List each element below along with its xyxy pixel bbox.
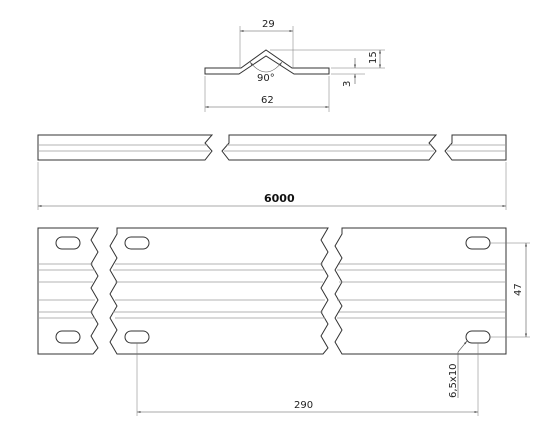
dim-width-top: 29 (262, 19, 275, 30)
fold-lines (38, 263, 506, 319)
angle-arc (249, 61, 283, 73)
dim-slot-vertical: 47 (513, 283, 524, 296)
bar-segment-3 (444, 134, 507, 161)
slot-5 (465, 236, 491, 250)
slots (55, 236, 491, 344)
plan-segment-3 (334, 227, 507, 355)
slot-6 (465, 330, 491, 344)
slot-leader (457, 340, 468, 353)
dim-angle: 90° (257, 73, 275, 84)
dim-thickness: 3 (342, 81, 353, 87)
plan-view: 47 6,5x10 290 (37, 227, 530, 416)
profile-outline (204, 49, 330, 75)
plan-segment-2 (109, 227, 329, 355)
slot-size-label: 6,5x10 (448, 363, 459, 398)
dim-height: 15 (368, 51, 379, 64)
slot-2 (55, 330, 81, 344)
bar-segment-1 (37, 134, 214, 161)
side-view: 6000 (37, 134, 507, 210)
dim-slot-horizontal: 290 (294, 400, 313, 411)
bar-segment-2 (221, 134, 438, 161)
dim-width-total: 62 (261, 95, 274, 106)
plan-segment-1 (37, 227, 99, 355)
slot-3 (124, 236, 150, 250)
dim-length-total: 6000 (264, 192, 295, 205)
slot-4 (124, 330, 150, 344)
profile-section: 29 15 3 90° 62 (204, 19, 385, 112)
slot-1 (55, 236, 81, 250)
